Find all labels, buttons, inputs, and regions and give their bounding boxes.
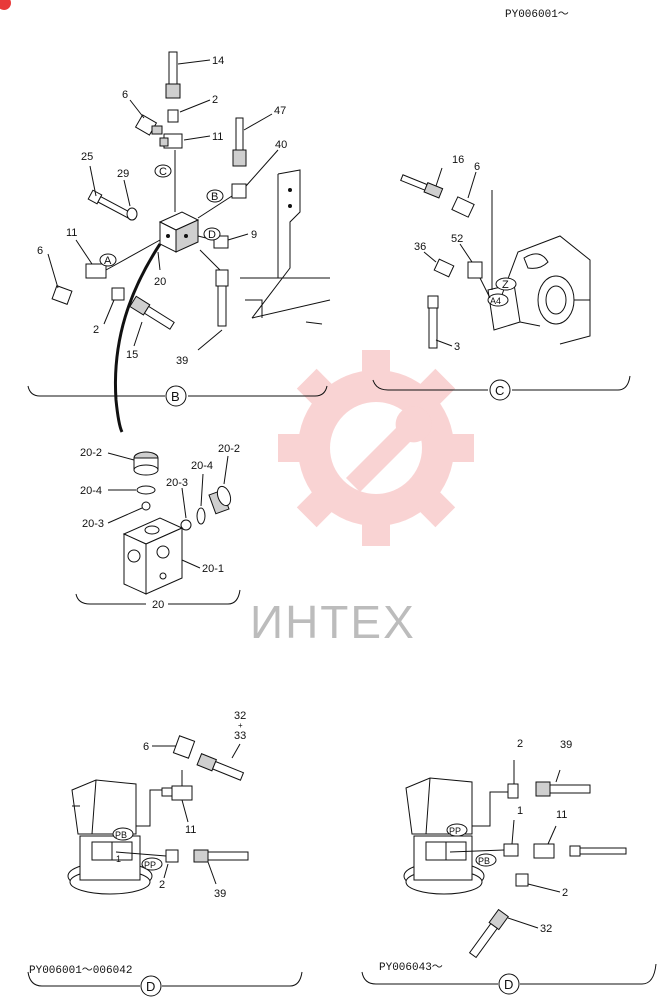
hose-15 — [129, 295, 175, 330]
part-label-52: 52 — [451, 233, 463, 245]
part-label-20-4-right: 20-4 — [191, 460, 213, 472]
swing-motor-left — [67, 779, 153, 895]
section-label-c: C — [495, 383, 504, 398]
view-d-right: PP PB 2 39 1 11 2 32 PY006043～ D — [361, 738, 657, 995]
view-c: Z A4 16 6 36 52 3 C — [372, 154, 631, 401]
section-callout-c — [489, 379, 511, 401]
svg-text:PP: PP — [144, 860, 156, 870]
plug-20-2-right — [208, 485, 232, 515]
hose-32 — [468, 908, 509, 959]
part-label-20-2-right: 20-2 — [218, 443, 240, 455]
callout-pb-right: PB — [475, 853, 497, 867]
part-label-39-d: 39 — [214, 888, 226, 900]
svg-text:A4: A4 — [490, 296, 501, 306]
section-label-b: B — [171, 389, 180, 404]
svg-text:B: B — [211, 191, 218, 203]
hose-32-33 — [196, 753, 245, 781]
motor-housing — [487, 190, 591, 345]
part-label-20-3: 20-3 — [82, 518, 104, 530]
part-label-3: 3 — [454, 341, 460, 353]
view-d-left: PB PP 32 + 33 6 11 2 39 1 PY006001～00604… — [27, 710, 303, 997]
part-label-20: 20 — [154, 276, 166, 288]
section-callout-d-right — [498, 973, 520, 995]
callout-d-small: D — [203, 227, 221, 241]
serial-range-left: PY006001～006042 — [29, 965, 132, 977]
elbow-6-top — [134, 114, 163, 136]
watermark-text: ИНТЕХ — [250, 596, 416, 648]
part-label-11-left: 11 — [66, 227, 77, 239]
part-label-11-d: 11 — [185, 824, 196, 836]
callout-a-small: A — [99, 253, 117, 267]
part-label-39-dr: 39 — [560, 739, 572, 751]
part-label-32-dr: 32 — [540, 923, 552, 935]
part-label-29: 29 — [117, 168, 129, 180]
part-label-39: 39 — [176, 355, 188, 367]
bolt-25 — [87, 189, 132, 219]
part-label-20-2: 20-2 — [80, 447, 102, 459]
valve-block-20-1 — [122, 517, 184, 595]
detail-label-20: 20 — [152, 599, 164, 611]
serial-range-right: PY006043～ — [379, 962, 443, 974]
part-label-15: 15 — [126, 349, 138, 361]
svg-text:PB: PB — [115, 830, 127, 840]
part-label-9: 9 — [251, 229, 257, 241]
part-label-2-dr: 2 — [517, 738, 523, 750]
swing-motor-right — [403, 777, 485, 895]
hose-16 — [400, 174, 444, 199]
part-label-25: 25 — [81, 151, 93, 163]
watermark-logo — [278, 350, 474, 546]
bracket-plate — [240, 169, 331, 325]
part-label-11-dr: 11 — [556, 809, 567, 821]
valve-block-20 — [158, 211, 200, 253]
part-label-2-dr-lower: 2 — [562, 887, 568, 899]
callout-c: C — [154, 164, 172, 178]
svg-text:C: C — [159, 166, 167, 178]
callout-a4: A4 — [487, 293, 509, 307]
part-label-11: 11 — [212, 131, 223, 143]
part-label-6: 6 — [122, 89, 128, 101]
part-label-6-d: 6 — [143, 741, 149, 753]
callout-pb-left: PB — [112, 827, 134, 841]
svg-text:PP: PP — [449, 826, 461, 836]
svg-text:PB: PB — [478, 856, 490, 866]
svg-text:+: + — [238, 721, 243, 730]
callout-z: Z — [495, 277, 517, 291]
part-label-2-d: 2 — [159, 879, 165, 891]
corner-marker-icon — [0, 0, 11, 10]
part-label-36: 36 — [414, 241, 426, 253]
callout-pp-left: PP — [141, 857, 163, 871]
gear-icon — [278, 350, 474, 546]
part-label-33: 33 — [234, 730, 246, 742]
part-label-6-c: 6 — [474, 161, 480, 173]
part-label-1-dr: 1 — [517, 805, 523, 817]
part-label-20-3-right: 20-3 — [166, 477, 188, 489]
part-label-2: 2 — [212, 94, 218, 106]
svg-text:D: D — [208, 229, 216, 241]
part-label-14: 14 — [212, 55, 224, 67]
serial-range-top: PY006001～ — [505, 9, 569, 21]
part-label-32: 32 — [234, 710, 246, 722]
part-label-6-left: 6 — [37, 245, 43, 257]
part-label-16: 16 — [452, 154, 464, 166]
part-label-47: 47 — [274, 105, 286, 117]
section-callout-b — [165, 385, 187, 407]
part-label-20-1: 20-1 — [202, 563, 224, 575]
part-label-20-4: 20-4 — [80, 485, 102, 497]
callout-b-small: B — [206, 189, 224, 203]
callout-pp-right: PP — [446, 823, 468, 837]
part-label-2-left: 2 — [93, 324, 99, 336]
svg-text:Z: Z — [502, 279, 509, 291]
section-label-d-left: D — [146, 979, 155, 994]
view-b: C B D A 14 2 6 11 47 40 25 29 9 11 20 6 … — [27, 51, 331, 433]
detail-20: 20-2 20-4 20-3 20-3 20-4 20-2 20-1 20 — [75, 443, 241, 611]
section-label-d-right: D — [504, 977, 513, 992]
part-label-40: 40 — [275, 139, 287, 151]
part-label-1-d: 1 — [116, 854, 121, 864]
svg-text:A: A — [104, 255, 112, 267]
section-callout-d-left — [140, 975, 162, 997]
